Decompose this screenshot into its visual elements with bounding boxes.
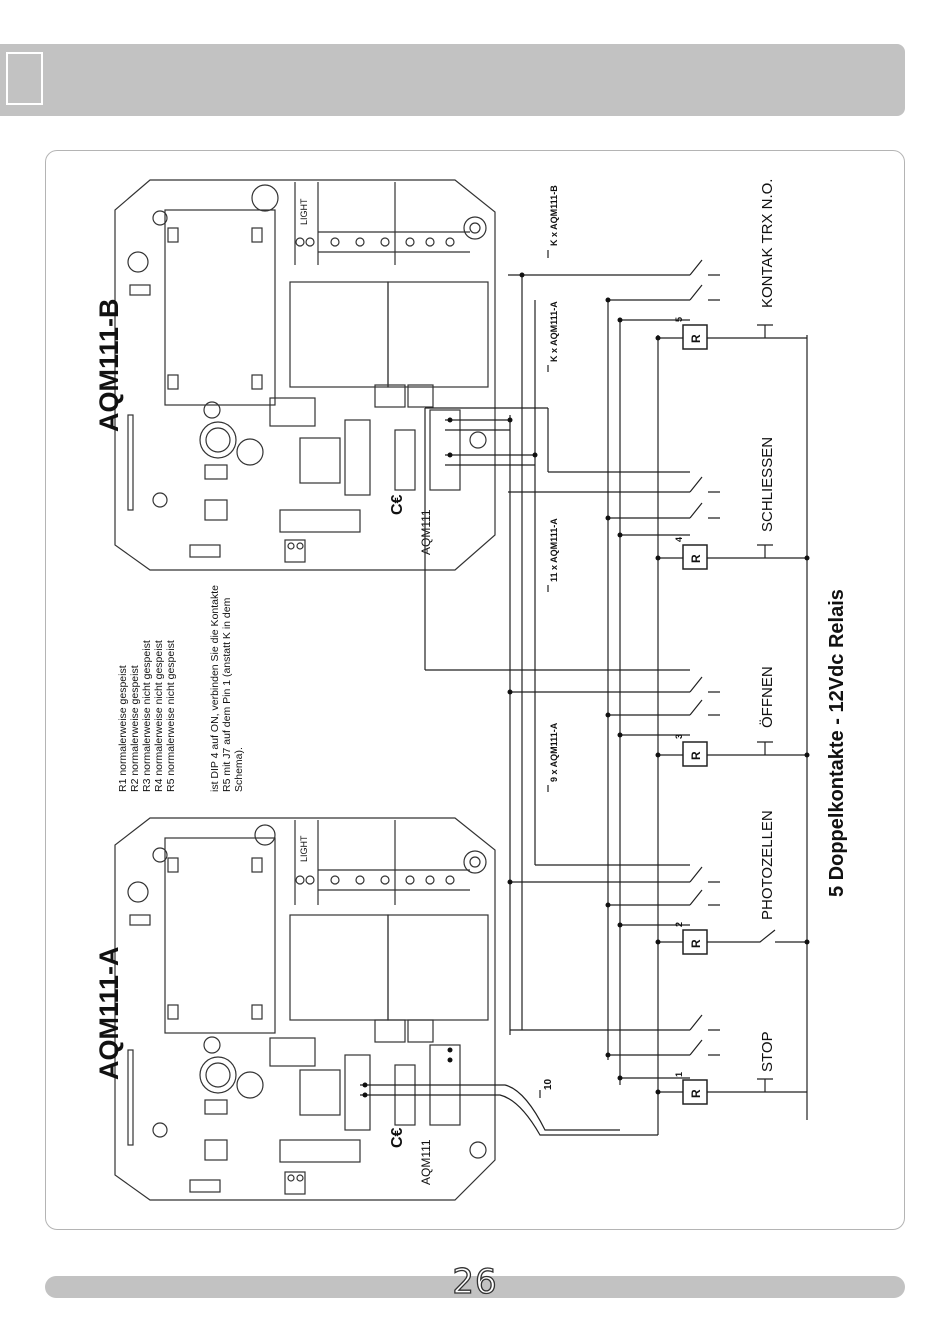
wire-label-ten: 10 xyxy=(543,1078,554,1090)
relay-4-number: 4 xyxy=(674,537,684,542)
contact-label-schliessen: SCHLIESSEN xyxy=(759,437,776,532)
contact-label-photozellen: PHOTOZELLEN xyxy=(759,810,776,920)
relay-boxes xyxy=(682,324,708,1105)
relay-3-symbol: R xyxy=(689,751,703,760)
wire-label-k-a: K x AQM111-A xyxy=(549,301,559,362)
note-line: R3 normalerweise nicht gespeist xyxy=(141,640,153,792)
wire-label-nine-a: 9 x AQM111-A xyxy=(549,722,559,782)
relay-2-symbol: R xyxy=(689,939,703,948)
board-aqm111-a xyxy=(114,817,496,1201)
board-a-title: AQM111-A xyxy=(94,946,124,1080)
relay-1-symbol: R xyxy=(689,1089,703,1098)
note-line: R5 mit J7 auf dem Pin 1 (anstatt K in de… xyxy=(221,597,233,792)
contact-label-stop: STOP xyxy=(759,1031,776,1072)
board-a-light-label: LIGHT xyxy=(299,835,309,862)
notes-block: R1 normalerweise gespeist R2 normalerwei… xyxy=(117,585,245,792)
note-line: R2 normalerweise gespeist xyxy=(129,665,141,792)
relay-3-number: 3 xyxy=(674,734,684,739)
diagram-frame xyxy=(45,150,905,1230)
note-line: Schema). xyxy=(233,747,245,792)
relay-4-symbol: R xyxy=(689,554,703,563)
note-line: R1 normalerweise gespeist xyxy=(117,665,129,792)
board-b-ce-mark: C€ xyxy=(389,494,406,515)
junction-dots xyxy=(362,272,810,1098)
relay-5-number: 5 xyxy=(674,317,684,322)
page-number: 26 xyxy=(452,1261,498,1302)
diagram-title: 5 Doppelkontakte - 12Vdc Relais xyxy=(826,589,848,897)
wiring-buses xyxy=(360,250,808,1136)
board-b-print: AQM111 xyxy=(419,509,433,555)
board-b-title: AQM111-B xyxy=(94,298,124,432)
footer-bar xyxy=(45,1276,905,1298)
board-aqm111-b xyxy=(114,179,496,571)
header-bar xyxy=(0,44,905,116)
board-b-light-label: LIGHT xyxy=(299,198,309,225)
board-a-print: AQM111 xyxy=(419,1139,433,1185)
note-line: ist DIP 4 auf ON, verbinden Sie die Kont… xyxy=(209,585,221,792)
relay-1-number: 1 xyxy=(674,1072,684,1077)
contact-label-offnen: ÖFFNEN xyxy=(758,666,776,728)
contact-label-kontak-trx: KONTAK TRX N.O. xyxy=(759,179,776,308)
note-line: R4 normalerweise nicht gespeist xyxy=(153,640,165,792)
wire-label-eleven-a: 11 x AQM111-A xyxy=(549,518,559,582)
header-tab xyxy=(6,52,43,105)
note-line: R5 normalerweise nicht gespeist xyxy=(165,640,177,792)
board-a-ce-mark: C€ xyxy=(389,1127,406,1148)
relay-5-symbol: R xyxy=(689,334,703,343)
relay-2-number: 2 xyxy=(674,922,684,927)
wire-label-k-b: K x AQM111-B xyxy=(549,185,559,246)
